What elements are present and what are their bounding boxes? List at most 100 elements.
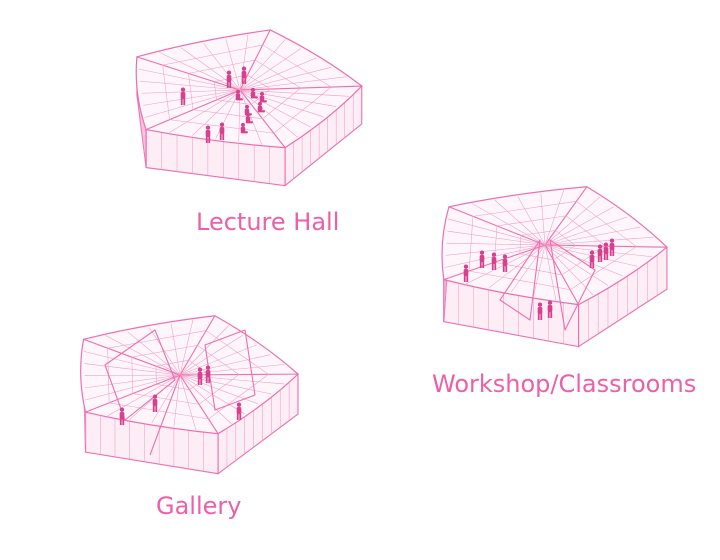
workshop-pavilion	[441, 186, 668, 348]
person-icon	[245, 121, 253, 124]
person-icon	[589, 261, 592, 268]
person-icon	[222, 133, 225, 140]
workshop-label: Workshop/Classrooms	[432, 370, 697, 398]
person-icon	[547, 304, 553, 313]
lecture-hall-label: Lecture Hall	[196, 208, 340, 236]
person-icon	[240, 131, 248, 134]
person-icon	[205, 129, 211, 138]
person-icon	[250, 91, 256, 98]
person-icon	[226, 70, 232, 75]
person-icon	[597, 255, 600, 262]
person-icon	[226, 74, 232, 83]
person-icon	[205, 365, 211, 370]
person-icon	[241, 122, 245, 127]
person-icon	[502, 265, 505, 272]
person-icon	[589, 250, 595, 255]
person-icon	[229, 81, 232, 88]
display-panel	[204, 329, 256, 411]
gallery-label: Gallery	[156, 492, 242, 520]
person-icon	[502, 258, 508, 267]
person-icon	[502, 254, 508, 259]
person-icon	[235, 93, 241, 100]
person-icon	[603, 253, 606, 260]
person-icon	[603, 246, 609, 255]
display-panel	[104, 329, 176, 421]
person-icon	[609, 249, 612, 256]
person-icon	[236, 413, 239, 420]
person-icon	[205, 125, 211, 130]
person-icon	[597, 248, 603, 257]
person-icon	[491, 256, 497, 265]
person-icon	[246, 112, 250, 117]
roof-ring	[131, 345, 240, 405]
person-icon	[180, 98, 183, 105]
person-icon	[197, 371, 203, 380]
person-icon	[152, 394, 158, 399]
person-icon	[240, 126, 246, 133]
person-icon	[258, 101, 262, 106]
person-icon	[257, 110, 265, 113]
person-icon	[589, 254, 595, 263]
person-icon	[155, 405, 158, 412]
gallery-pavilion	[80, 315, 299, 475]
person-icon	[609, 238, 615, 243]
person-icon	[603, 242, 609, 247]
person-icon	[183, 98, 186, 105]
person-icon	[592, 261, 595, 268]
person-icon	[226, 81, 229, 88]
partition-wall	[549, 239, 596, 331]
person-icon	[245, 104, 249, 109]
person-icon	[208, 376, 211, 383]
person-icon	[547, 300, 553, 305]
person-icon	[236, 89, 240, 94]
roof-ring	[468, 201, 637, 291]
display-panel	[149, 374, 181, 456]
person-icon	[547, 311, 550, 318]
person-icon	[244, 108, 250, 115]
roof-ring	[188, 59, 302, 120]
person-icon	[505, 265, 508, 272]
person-icon	[245, 116, 251, 123]
lecture-hall-pavilion	[135, 29, 363, 187]
person-icon	[537, 302, 543, 307]
person-icon	[197, 367, 203, 372]
person-icon	[208, 136, 211, 143]
person-icon	[463, 268, 469, 277]
person-icon	[259, 100, 267, 103]
person-icon	[219, 122, 225, 127]
person-icon	[491, 252, 497, 257]
person-icon	[259, 95, 265, 102]
person-icon	[205, 376, 208, 383]
person-icon	[479, 250, 485, 255]
person-icon	[205, 369, 211, 378]
person-icon	[494, 263, 497, 270]
person-icon	[251, 87, 255, 92]
person-icon	[479, 261, 482, 268]
person-icon	[205, 136, 208, 143]
roof-ring	[494, 215, 607, 276]
person-icon	[463, 275, 466, 282]
roof-ring	[107, 330, 269, 420]
person-icon	[180, 87, 186, 92]
person-icon	[244, 77, 247, 84]
person-icon	[119, 418, 122, 425]
person-icon	[609, 242, 615, 251]
person-icon	[219, 126, 225, 135]
person-icon	[606, 253, 609, 260]
person-icon	[600, 255, 603, 262]
person-icon	[180, 91, 186, 100]
person-icon	[482, 261, 485, 268]
person-icon	[197, 378, 200, 385]
person-icon	[463, 264, 469, 269]
partition-wall	[499, 239, 541, 321]
person-icon	[119, 407, 125, 412]
person-icon	[612, 249, 615, 256]
person-icon	[479, 254, 485, 263]
person-icon	[235, 98, 243, 101]
person-icon	[241, 70, 247, 79]
roof-ring	[519, 230, 576, 261]
person-icon	[466, 275, 469, 282]
person-icon	[250, 96, 258, 99]
person-icon	[152, 398, 158, 407]
